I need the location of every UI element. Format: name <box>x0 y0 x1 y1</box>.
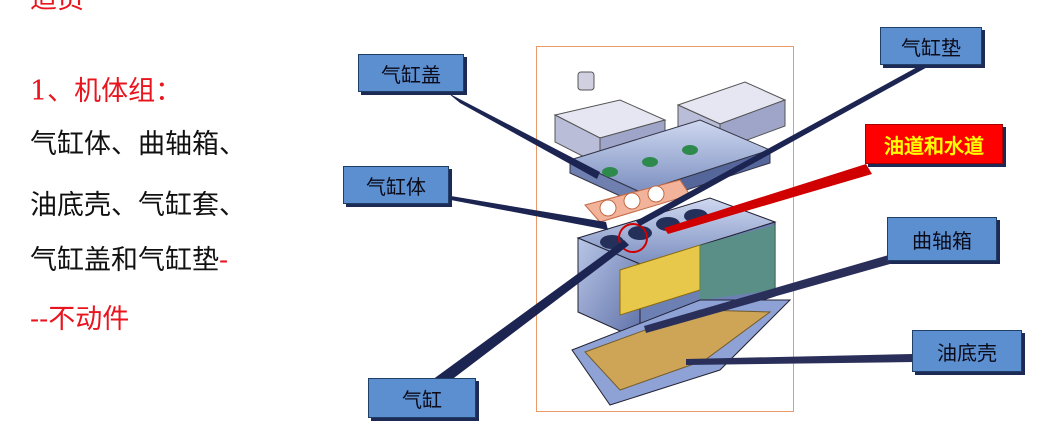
partial-title: 适员 <box>30 0 84 13</box>
label-head-gasket: 气缸垫 <box>880 27 982 65</box>
engine-figure-frame <box>536 46 794 412</box>
label-oil-pan: 油底壳 <box>912 330 1022 372</box>
dash-mark: - <box>219 245 229 276</box>
label-cylinder: 气缸 <box>368 378 476 418</box>
head-gasket-part <box>584 179 691 223</box>
label-cylinder-head: 气缸盖 <box>358 54 464 92</box>
component-list-line-1: 气缸体、曲轴箱、 <box>30 129 246 160</box>
component-list-line-3-text: 气缸盖和气缸垫 <box>30 245 219 276</box>
component-list-line-3: 气缸盖和气缸垫- <box>30 247 228 274</box>
label-cylinder-block: 气缸体 <box>343 166 449 204</box>
section-heading: 1、机体组： <box>30 76 183 107</box>
label-crankcase: 曲轴箱 <box>887 217 997 261</box>
component-list-line-2: 油底壳、气缸套、 <box>30 190 246 221</box>
static-parts-note: --不动件 <box>30 304 130 335</box>
engine-illustration <box>553 71 792 406</box>
label-oil-and-water-passages: 油道和水道 <box>865 124 1003 164</box>
callout-pointers <box>415 65 931 384</box>
